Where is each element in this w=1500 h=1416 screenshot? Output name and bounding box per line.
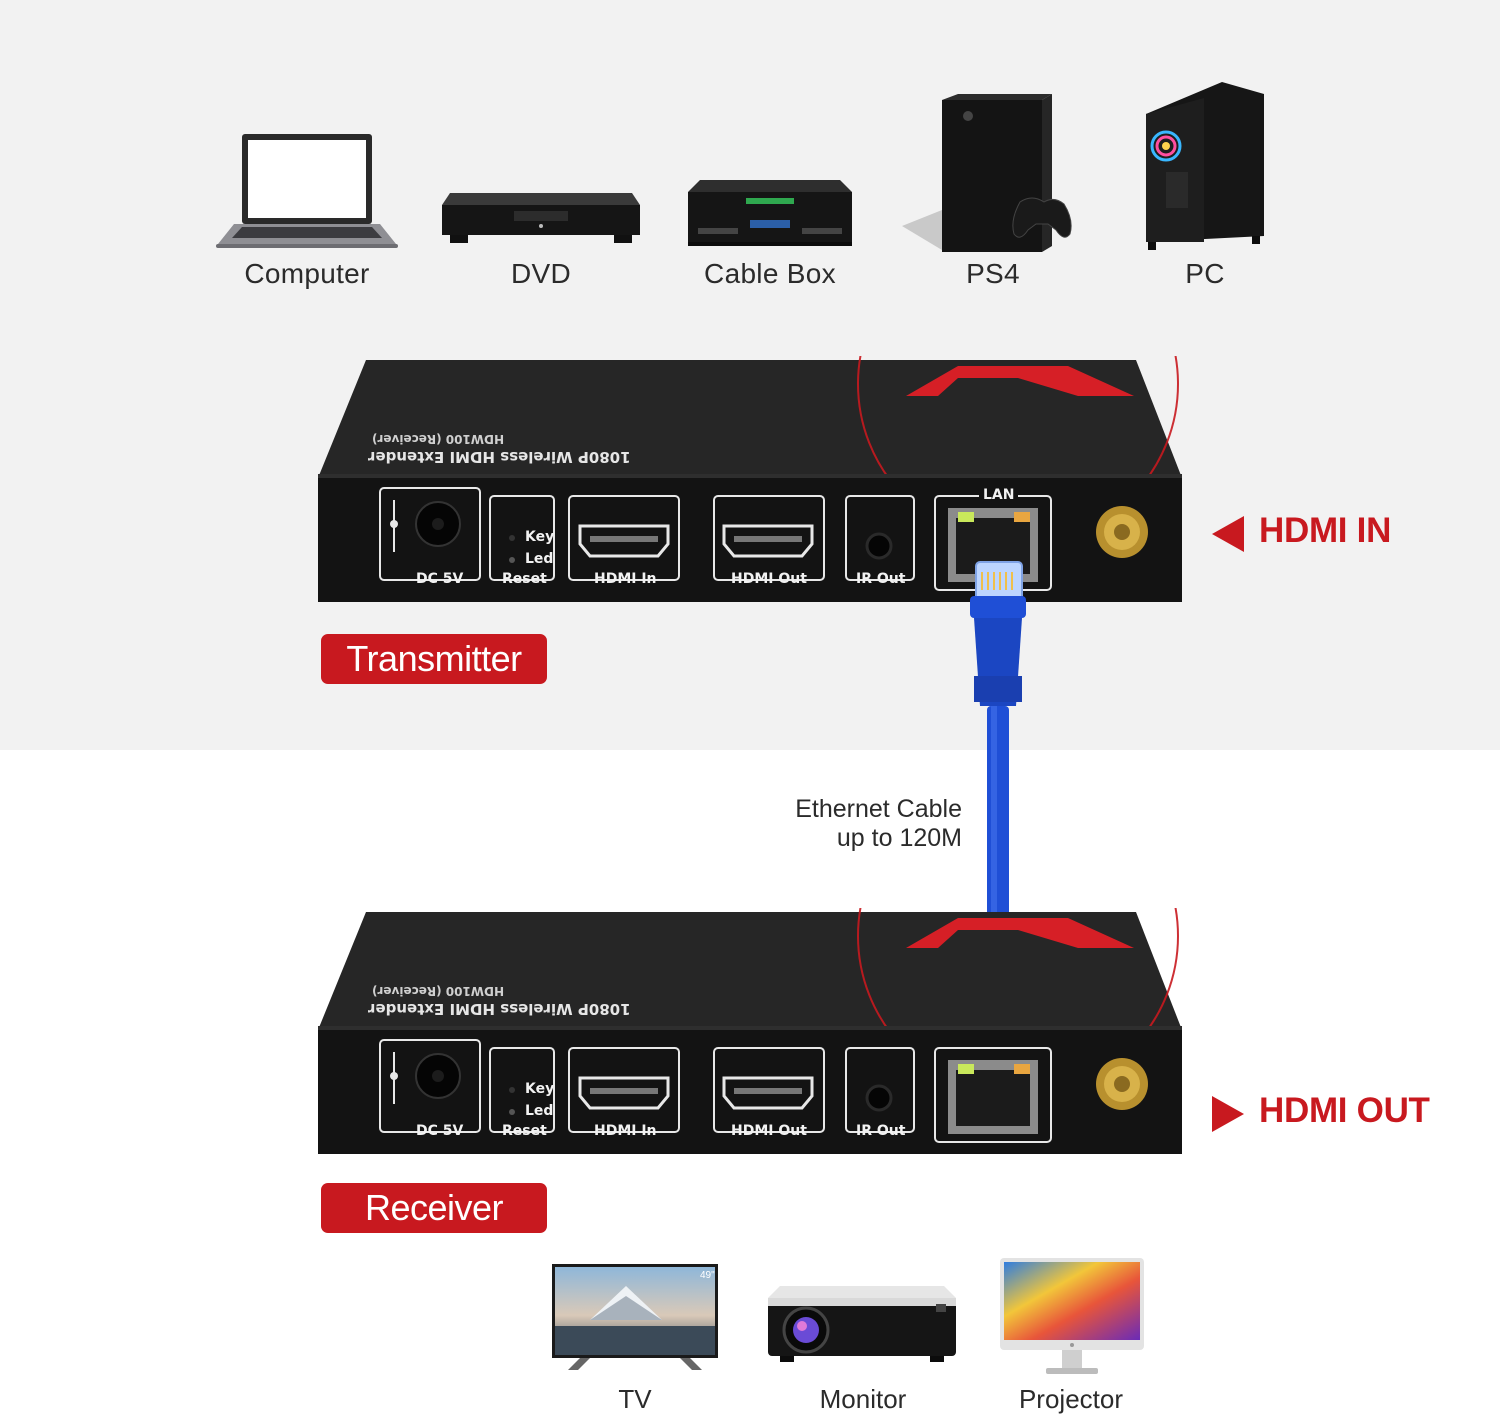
tv-icon: 49" [550, 1262, 720, 1372]
transmitter-port-label-lan: LAN [979, 487, 1018, 503]
receiver-label-led: Led [525, 1103, 553, 1119]
tv-size-badge: 49" [700, 1270, 715, 1281]
transmitter-port-label-ir-out: IR Out [856, 571, 905, 587]
receiver-port-label-hdmi-in: HDMI In [594, 1123, 657, 1139]
ethernet-cable-label-line1: Ethernet Cable [795, 795, 962, 824]
pc-tower-icon [1144, 82, 1266, 250]
hdmi-out-callout: HDMI OUT [1259, 1091, 1430, 1131]
game-console-icon [902, 94, 1078, 254]
transmitter-port-label-hdmi-in: HDMI In [594, 571, 657, 587]
receiver-top-text-1: 1080P Wireless HDMI Extender [368, 1000, 631, 1018]
receiver-port-label-reset: Reset [502, 1123, 547, 1139]
receiver-port-label-ir-out: IR Out [856, 1123, 905, 1139]
dvd-player-icon [440, 193, 642, 245]
transmitter-label-key: Key [525, 529, 554, 545]
transmitter-label-led: Led [525, 551, 553, 567]
source-label-ps4: PS4 [893, 258, 1093, 290]
transmitter-badge: Transmitter [321, 634, 547, 684]
sink-label-monitor: Monitor [763, 1384, 963, 1415]
ethernet-cable-label-line2: up to 120M [795, 824, 962, 853]
source-label-cable-box: Cable Box [670, 258, 870, 290]
hdmi-out-arrow-icon [1212, 1096, 1244, 1132]
hdmi-in-arrow-icon [1212, 516, 1244, 552]
source-label-pc: PC [1105, 258, 1305, 290]
laptop-icon [216, 132, 398, 250]
transmitter-port-label-hdmi-out: HDMI Out [731, 571, 807, 587]
cable-box-icon [686, 180, 854, 248]
ethernet-cable-label: Ethernet Cable up to 120M [795, 795, 962, 853]
receiver-top-text-2: HDW100 (Receiver) [372, 984, 504, 998]
sink-label-projector: Projector [971, 1384, 1171, 1415]
transmitter-top-text-1: 1080P Wireless HDMI Extender [368, 448, 631, 466]
hdmi-in-callout: HDMI IN [1259, 511, 1391, 551]
transmitter-port-label-dc: DC 5V [416, 571, 463, 587]
monitor-icon [998, 1256, 1146, 1378]
transmitter-unit: DC 5V Key Led Reset HDMI In HDMI Out IR … [318, 356, 1184, 606]
receiver-unit: DC 5V Key Led Reset HDMI In HDMI Out IR … [318, 908, 1184, 1158]
receiver-badge: Receiver [321, 1183, 547, 1233]
sink-label-tv: TV [535, 1384, 735, 1415]
source-label-computer: Computer [207, 258, 407, 290]
transmitter-port-label-reset: Reset [502, 571, 547, 587]
receiver-label-key: Key [525, 1081, 554, 1097]
projector-icon [766, 1284, 958, 1364]
receiver-port-label-dc: DC 5V [416, 1123, 463, 1139]
receiver-port-label-hdmi-out: HDMI Out [731, 1123, 807, 1139]
source-label-dvd: DVD [441, 258, 641, 290]
transmitter-top-text-2: HDW100 (Receiver) [372, 432, 504, 446]
